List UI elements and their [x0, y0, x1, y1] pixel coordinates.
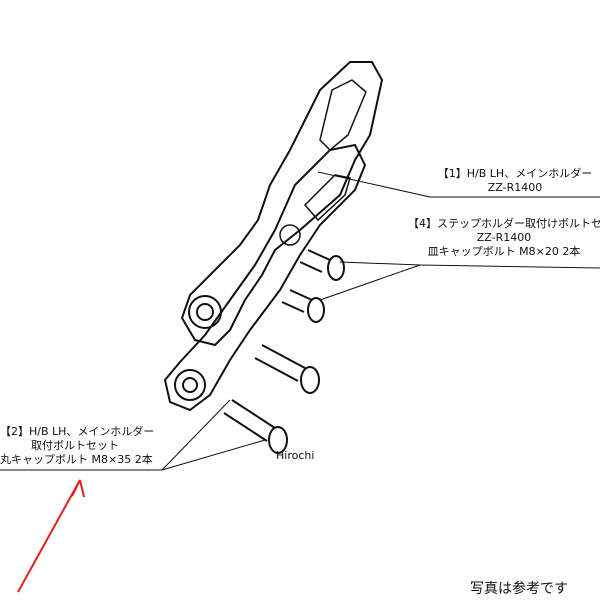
watermark: Hirochi: [276, 449, 315, 462]
step-holder: [163, 143, 367, 412]
part1-model: ZZ-R1400: [487, 181, 543, 194]
part4-name: 【4】ステップホルダー取付けボルトセット: [408, 217, 600, 230]
part4-bolt: 皿キャップボルト M8×20 2本: [427, 245, 581, 258]
part1-label: 【1】H/B LH、メインホルダー ZZ-R1400: [430, 167, 600, 195]
leader-lines: [0, 171, 600, 471]
bolt-m8x35-b: [223, 399, 288, 454]
part2-label: 【2】H/B LH、メインホルダー 取付ボルトセット 丸キャップボルト M8×3…: [0, 425, 155, 467]
main-holder: [180, 61, 384, 347]
part2-set: 取付ボルトセット: [31, 439, 119, 452]
part2-bolt: 丸キャップボルト M8×35 2本: [0, 453, 153, 466]
part2-name: 【2】H/B LH、メインホルダー: [0, 425, 155, 438]
reference-note: 写真は参考です: [470, 581, 568, 597]
red-arrow: [17, 479, 85, 593]
part4-model: ZZ-R1400: [476, 231, 532, 244]
bolt-m8x20-a: [299, 249, 345, 281]
part4-label: 【4】ステップホルダー取付けボルトセット ZZ-R1400 皿キャップボルト M…: [408, 217, 600, 259]
bolt-m8x20-b: [281, 289, 325, 323]
part1-name: 【1】H/B LH、メインホルダー: [437, 167, 593, 180]
bolt-m8x35-a: [254, 344, 320, 394]
